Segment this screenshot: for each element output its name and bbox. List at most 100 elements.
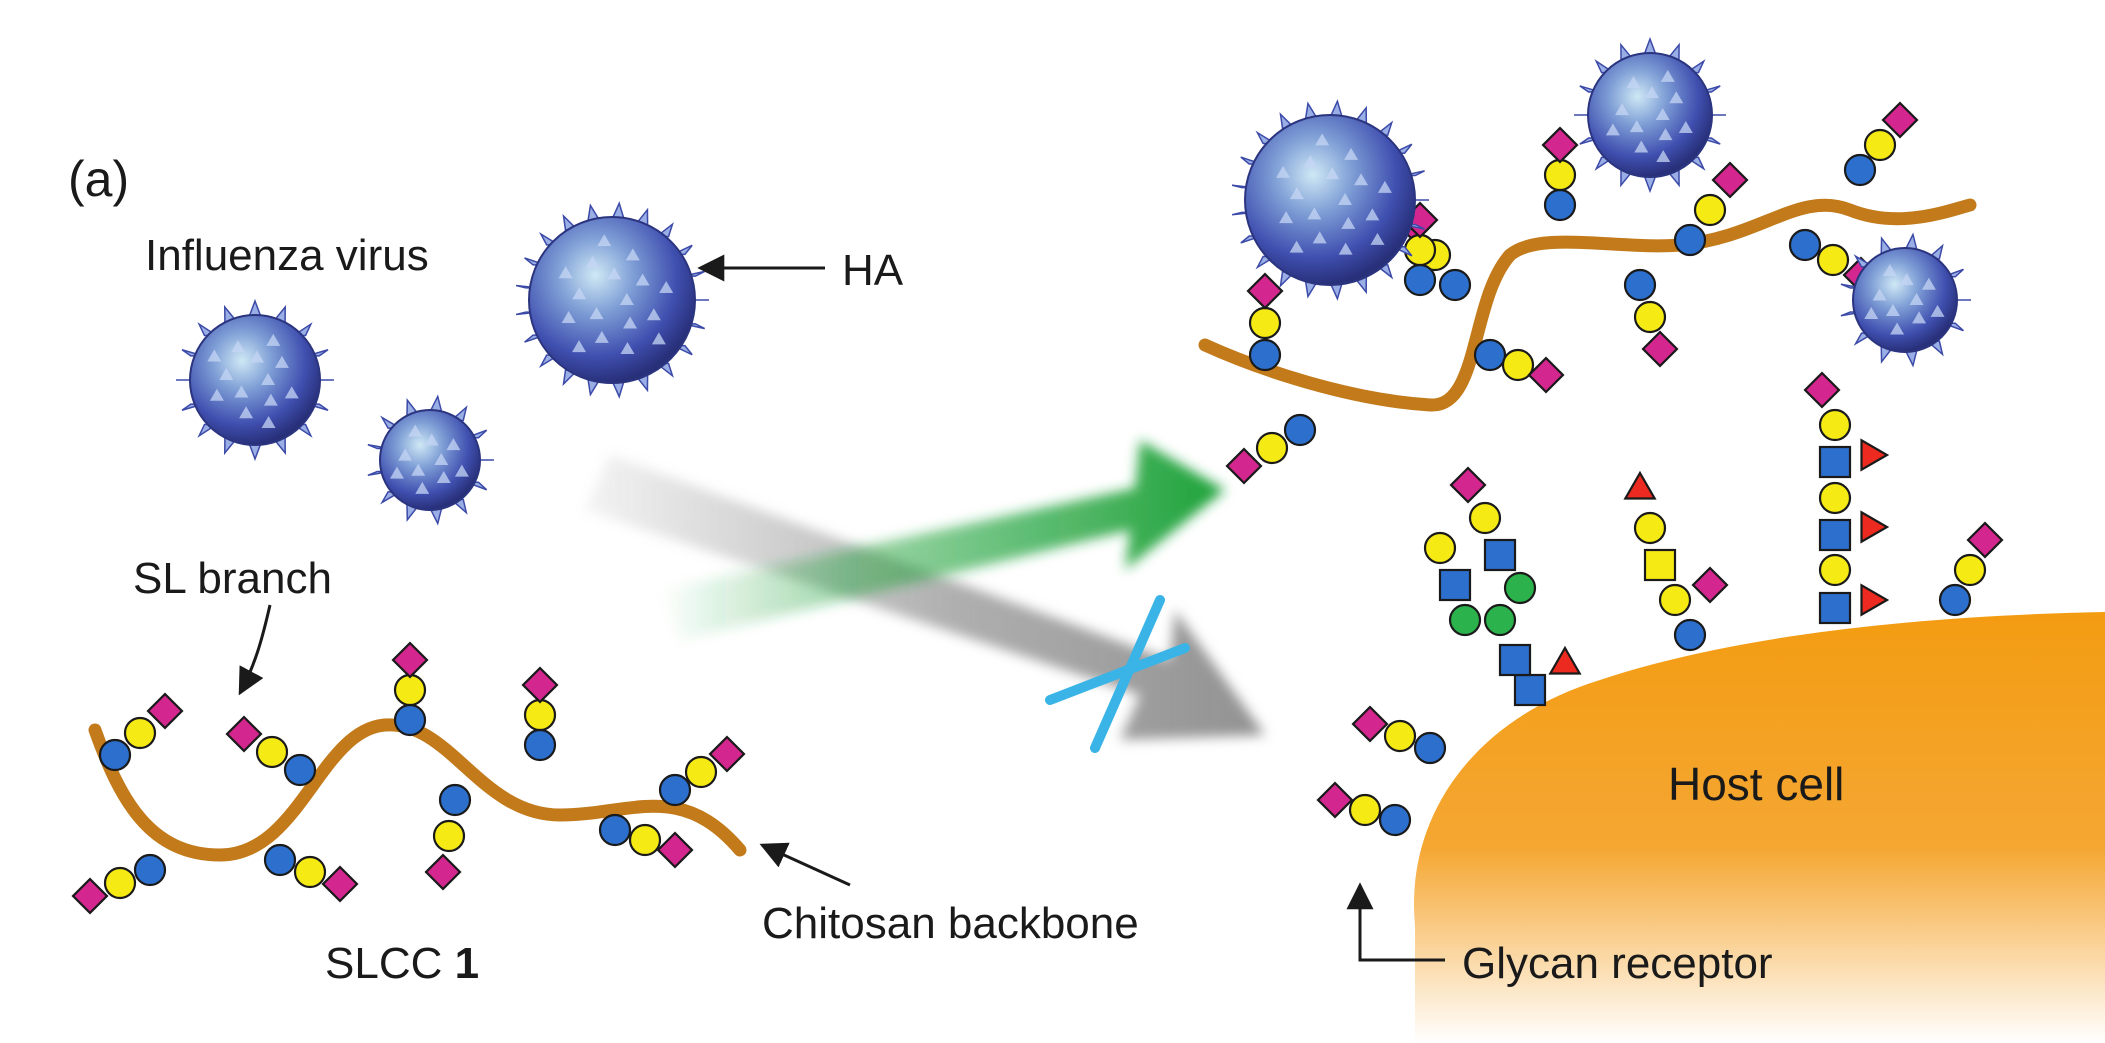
surface-protein [651,332,666,345]
mannose-symbol [1483,603,1517,637]
glucose-symbol [1843,153,1877,187]
influenza-virus [1840,232,1971,368]
galactose-symbol [1863,128,1897,162]
influenza-virus-particles [176,36,1971,526]
sialic-acid-symbol [708,735,746,773]
surface-protein [389,466,404,479]
galactose-symbol [1658,583,1692,617]
surface-protein [424,433,439,446]
surface-protein [219,367,234,380]
galactose-symbol [123,716,157,750]
host-cell [1413,612,2105,1043]
sl-branch-label: SL branch [133,554,332,603]
surface-protein [597,234,612,247]
sl-branch [1225,413,1317,485]
virus-capture-arrow [660,440,1225,640]
glcnac-symbol [1483,538,1517,572]
surface-protein [261,373,276,385]
galactose-symbol [628,823,662,857]
surface-protein [1882,264,1897,277]
surface-protein [1930,304,1945,317]
virus-capsid [1587,52,1713,178]
sialic-acid-symbol [1641,330,1679,368]
influenza-virus [176,298,334,462]
galactose-symbol [1403,233,1437,267]
virus-capsid [1244,114,1416,286]
sl-branch-pointer-arrow [238,604,272,696]
surface-protein [1312,231,1327,244]
surface-protein [623,316,638,329]
surface-protein [1370,232,1385,245]
surface-protein [1354,173,1369,186]
surface-protein [646,308,661,321]
sialic-acid-symbol [1541,126,1579,164]
surface-protein [1365,208,1380,221]
glcnac-symbol [1818,445,1852,479]
surface-protein [1629,120,1644,133]
glucose-symbol [1673,223,1707,257]
influenza-virus [1574,36,1726,194]
galactose-symbol [293,855,327,889]
virus-capsid [528,216,696,384]
glucose-symbol [1438,268,1472,302]
galactose-symbol [1818,481,1852,515]
galactose-symbol [1383,719,1417,753]
sl-branch [391,641,429,737]
galactose-symbol [432,819,466,853]
slcc-label: SLCC 1 [325,939,479,988]
surface-protein [411,463,426,476]
galactose-symbol [1633,511,1667,545]
sl-branch [1541,126,1579,222]
surface-protein [1307,207,1322,220]
galactose-symbol [1423,531,1457,565]
galactose-symbol [1953,553,1987,587]
influenza-virus [1231,99,1429,301]
sialic-acid-symbol [1225,447,1263,485]
surface-protein [266,333,281,346]
glcnac-symbol [1438,568,1472,602]
glucose-symbol [283,753,317,787]
glucose-symbol [1403,263,1437,297]
sl-branch [424,783,472,891]
surface-protein [1338,242,1353,255]
sialic-acid-symbol [656,831,694,869]
surface-protein [572,287,587,300]
chitosan-backbone-label: Chitosan backbone [762,899,1139,948]
surface-protein [1890,322,1905,335]
fucose-symbol [1860,438,1890,472]
blocked-binding-arrow [585,455,1265,740]
slcc-label-number: 1 [455,939,479,988]
sialic-acid-symbol [225,715,263,753]
sialic-acid-symbol [391,641,429,679]
galactose-symbol [1468,501,1502,535]
surface-protein [1279,211,1294,224]
sl-branch [1843,101,1919,187]
sialic-acid-symbol [1711,161,1749,199]
panel-label: (a) [68,151,129,207]
glycan-receptor-pointer-arrow [1346,882,1445,962]
galactose-symbol [1248,306,1282,340]
sl-branch [1623,268,1679,368]
surface-protein [234,385,249,398]
glycan-receptor [1803,371,1890,625]
surface-protein [1909,293,1924,305]
galactose-symbol [1818,553,1852,587]
bound-glycan-branches [1225,101,1919,485]
surface-protein [1921,277,1936,290]
glucose-symbol [133,853,167,887]
surface-protein [1872,288,1887,301]
surface-protein [1912,311,1927,324]
sl-branch [1401,201,1439,297]
surface-protein [398,448,413,461]
surface-protein [1344,147,1359,160]
galactose-symbol [393,673,427,707]
sialic-acid-symbol [1316,781,1354,819]
surface-protein [436,470,451,483]
surface-protein [619,293,634,305]
sl-branch [98,692,184,772]
surface-protein [1885,304,1900,317]
surface-protein [1303,155,1318,168]
sl-branch [1246,272,1284,372]
galactose-symbol [103,866,137,900]
influenza-virus-label: Influenza virus [145,231,429,280]
